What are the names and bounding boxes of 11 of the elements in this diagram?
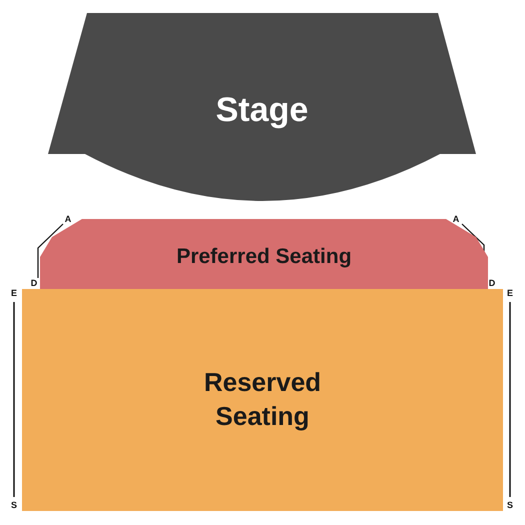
section-label: Reserved Seating [202,366,322,433]
row-letter: D [30,278,38,288]
section-label: Stage [214,90,310,131]
row-letter: A [452,214,460,224]
row-letter: S [11,500,17,510]
section-label: Preferred Seating [175,244,353,270]
row-letter: E [11,288,17,298]
row-letter: E [507,288,513,298]
row-letter: D [488,278,496,288]
row-letter: S [507,500,513,510]
row-letter: A [64,214,72,224]
